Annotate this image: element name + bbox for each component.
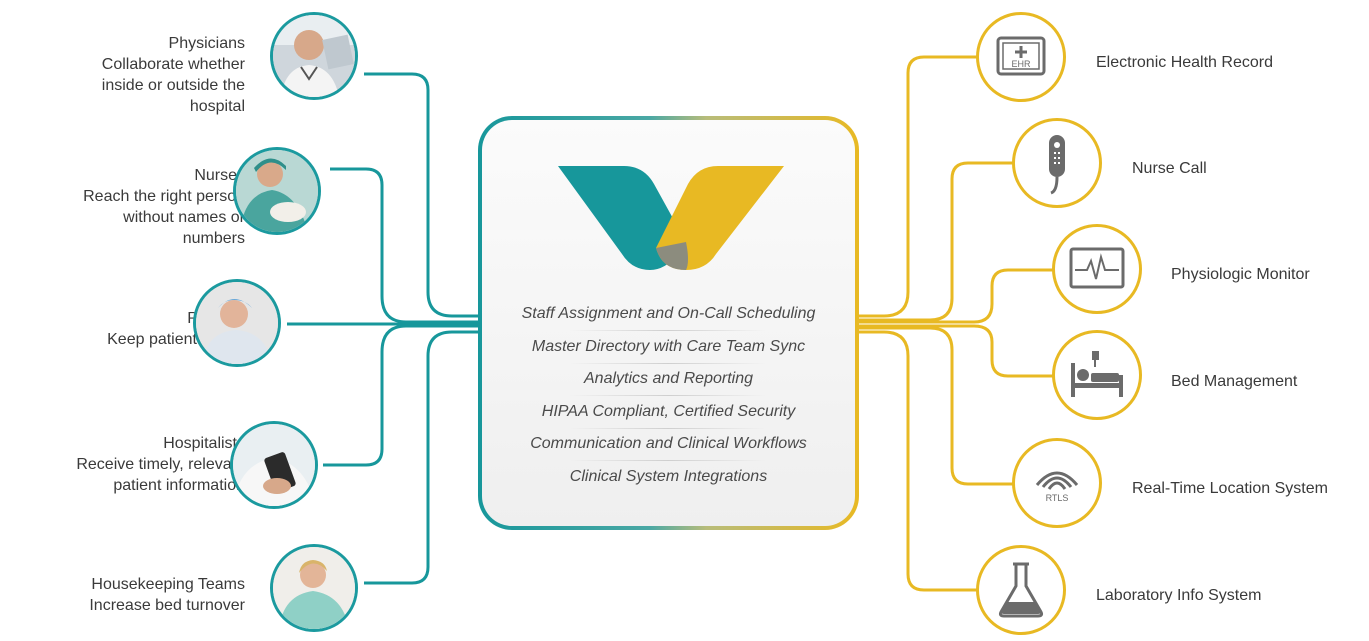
left-connectors (287, 72, 480, 585)
feature-separator (570, 428, 766, 429)
nurse-illustration (236, 150, 318, 232)
feature-separator (570, 330, 766, 331)
connector-lab (858, 330, 978, 592)
ehr-icon: EHR (976, 12, 1066, 102)
connector-housekeeping (364, 330, 480, 585)
label-bed-management: Bed Management (1171, 373, 1298, 390)
physicians-text: Physicians Collaborate whether inside or… (102, 33, 245, 117)
hospitalists-line-2: patient information (113, 477, 245, 494)
feature-communication: Communication and Clinical Workflows (530, 435, 807, 452)
nurses-text: Nurses Reach the right person without na… (83, 165, 245, 249)
nurse-call-remote-icon (1012, 118, 1102, 208)
housekeeping-photo (270, 544, 358, 632)
right-connectors (858, 55, 1054, 592)
central-platform-inner: Staff Assignment and On-Call Scheduling … (482, 120, 855, 526)
vocera-v-logo (558, 166, 784, 270)
hospital-bed-icon (1052, 330, 1142, 420)
physician-illustration (273, 15, 355, 97)
physicians-title: Physicians (168, 35, 245, 52)
feature-analytics: Analytics and Reporting (584, 370, 753, 387)
connector-hospitalists (323, 324, 480, 467)
label-physiologic-monitor: Physiologic Monitor (1171, 266, 1310, 283)
hospitalist-photo (230, 421, 318, 509)
connector-bed (858, 324, 1054, 378)
connector-nurses (330, 167, 480, 324)
connector-physiologic (858, 268, 1054, 324)
housekeeping-text: Housekeeping Teams Increase bed turnover (89, 574, 245, 616)
connector-ehr (858, 55, 978, 318)
hospitalists-title: Hospitalists (163, 435, 245, 452)
label-real-time-location-system: Real-Time Location System (1132, 480, 1328, 497)
connector-rtls (858, 326, 1014, 486)
nurses-title: Nurses (194, 167, 245, 184)
label-laboratory-info-system: Laboratory Info System (1096, 587, 1262, 604)
label-nurse-call: Nurse Call (1132, 160, 1207, 177)
ehr-icon-text: EHR (1011, 59, 1031, 69)
physiologic-monitor-icon (1052, 224, 1142, 314)
central-platform-card: Staff Assignment and On-Call Scheduling … (478, 116, 859, 530)
physician-photo (270, 12, 358, 100)
feature-hipaa: HIPAA Compliant, Certified Security (541, 403, 796, 420)
lab-flask-icon (976, 545, 1066, 635)
housekeeping-illustration (273, 547, 355, 629)
label-electronic-health-record: Electronic Health Record (1096, 54, 1273, 71)
hospitalist-illustration (233, 424, 315, 506)
feature-separator (570, 363, 766, 364)
physicians-line-3: hospital (189, 98, 245, 115)
physicians-line-1: Collaborate whether (101, 56, 245, 73)
patient-photo (193, 279, 281, 367)
patient-illustration (196, 282, 278, 364)
feature-integrations: Clinical System Integrations (569, 468, 768, 485)
rtls-icon-text: RTLS (1046, 493, 1069, 503)
feature-staff-assignment: Staff Assignment and On-Call Scheduling (521, 305, 816, 322)
feature-separator (570, 395, 766, 396)
hospitalists-line-1: Receive timely, relevant (76, 456, 245, 473)
physicians-line-2: inside or outside the (101, 77, 245, 94)
feature-master-directory: Master Directory with Care Team Sync (531, 338, 806, 355)
hospitalists-text: Hospitalists Receive timely, relevant pa… (76, 433, 245, 496)
nurses-line-1: Reach the right person (83, 188, 245, 205)
nurses-line-2: without names or (123, 209, 245, 226)
housekeeping-title: Housekeeping Teams (91, 576, 245, 593)
housekeeping-line-1: Increase bed turnover (89, 597, 245, 614)
rtls-signal-icon: RTLS (1012, 438, 1102, 528)
nurse-photo (233, 147, 321, 235)
nurses-line-3: numbers (182, 230, 245, 247)
connector-physicians (364, 72, 480, 318)
feature-separator (570, 460, 766, 461)
connector-nurse-call (858, 161, 1014, 322)
